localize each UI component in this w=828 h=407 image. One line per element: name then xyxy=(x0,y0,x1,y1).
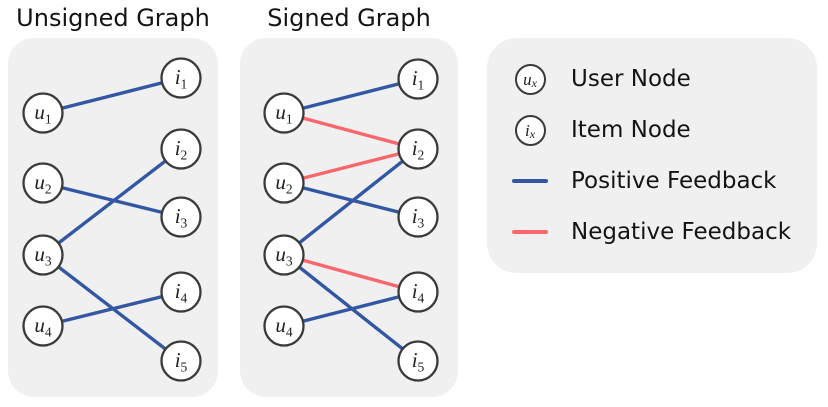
signed-node-circle-u1 xyxy=(263,92,305,134)
legend-row-positive-feedback: Positive Feedback xyxy=(511,164,793,198)
negative-edge-icon xyxy=(512,229,548,235)
unsigned-edges-layer xyxy=(41,76,183,363)
signed-edge-u3-i2-positive xyxy=(282,147,420,257)
unsigned-node-label-i1: i1 xyxy=(175,65,188,92)
legend-row-negative-feedback: Negative Feedback xyxy=(511,215,793,249)
signed-edge-u2-i2-negative xyxy=(282,147,420,185)
signed-edge-u1-i2-negative xyxy=(282,111,420,151)
signed-node-label-i5: i5 xyxy=(412,348,425,375)
signed-node-circle-i1 xyxy=(397,58,439,100)
unsigned-node-i2: i2 xyxy=(160,128,202,170)
negative-feedback-label: Negative Feedback xyxy=(571,219,792,245)
signed-node-label-i2: i2 xyxy=(412,136,425,163)
unsigned-node-label-u1: u1 xyxy=(34,100,51,127)
signed-node-label-i1: i1 xyxy=(412,66,425,93)
unsigned-nodes-layer: u1 u2 u3 u4 i1 i2 i3 i4 i5 xyxy=(22,57,202,382)
positive-feedback-label: Positive Feedback xyxy=(571,168,777,194)
unsigned-node-label-i4: i4 xyxy=(175,279,188,306)
unsigned-node-circle-u4 xyxy=(22,305,64,347)
signed-node-circle-i4 xyxy=(397,271,439,313)
signed-node-i5: i5 xyxy=(397,340,439,382)
unsigned-node-label-u3: u3 xyxy=(34,242,52,269)
unsigned-graph-title: Unsigned Graph xyxy=(16,4,210,32)
unsigned-edge-u3-i2-positive xyxy=(41,147,183,257)
signed-node-u3: u3 xyxy=(263,234,305,276)
unsigned-node-label-i2: i2 xyxy=(175,136,188,163)
signed-node-label-u2: u2 xyxy=(275,170,292,197)
unsigned-node-u1: u1 xyxy=(22,92,64,134)
signed-node-label-u1: u1 xyxy=(275,100,292,127)
signed-node-i2: i2 xyxy=(397,128,439,170)
signed-node-label-u4: u4 xyxy=(275,313,293,340)
signed-edge-u4-i4-positive xyxy=(282,290,420,328)
user-node-symbol: u xyxy=(523,69,532,89)
unsigned-node-label-u2: u2 xyxy=(34,170,51,197)
signed-node-circle-i3 xyxy=(397,196,439,238)
signed-node-u1: u1 xyxy=(263,92,305,134)
positive-edge-icon xyxy=(512,178,548,184)
signed-node-i1: i1 xyxy=(397,58,439,100)
unsigned-node-label-u4: u4 xyxy=(34,313,52,340)
signed-node-label-i3: i3 xyxy=(412,204,425,231)
unsigned-node-label-i5: i5 xyxy=(175,348,188,375)
unsigned-node-i4: i4 xyxy=(160,271,202,313)
unsigned-edge-u1-i1-positive xyxy=(41,76,183,115)
signed-node-circle-i5 xyxy=(397,340,439,382)
signed-node-u2: u2 xyxy=(263,162,305,204)
unsigned-node-circle-i2 xyxy=(160,128,202,170)
signed-node-circle-u2 xyxy=(263,162,305,204)
item-node-symbol-sub: x xyxy=(529,127,536,141)
unsigned-node-u4: u4 xyxy=(22,305,64,347)
unsigned-node-circle-u3 xyxy=(22,234,64,276)
signed-nodes-layer: u1 u2 u3 u4 i1 i2 i3 i4 i5 xyxy=(263,58,439,382)
unsigned-node-circle-u2 xyxy=(22,162,64,204)
signed-edges-layer xyxy=(282,77,420,363)
user-node-label: User Node xyxy=(571,66,691,92)
unsigned-node-i1: i1 xyxy=(160,57,202,99)
signed-node-label-i4: i4 xyxy=(412,279,425,306)
signed-node-i3: i3 xyxy=(397,196,439,238)
unsigned-node-label-i3: i3 xyxy=(175,204,188,231)
unsigned-node-i5: i5 xyxy=(160,340,202,382)
item-node-label: Item Node xyxy=(571,117,691,143)
signed-node-circle-i2 xyxy=(397,128,439,170)
unsigned-node-circle-u1 xyxy=(22,92,64,134)
unsigned-node-circle-i5 xyxy=(160,340,202,382)
unsigned-node-circle-i4 xyxy=(160,271,202,313)
signed-node-circle-u3 xyxy=(263,234,305,276)
signed-edge-u3-i4-negative xyxy=(282,253,420,294)
signed-node-circle-u4 xyxy=(263,305,305,347)
unsigned-node-circle-i3 xyxy=(160,196,202,238)
signed-edge-u1-i1-positive xyxy=(282,77,420,115)
unsigned-node-u3: u3 xyxy=(22,234,64,276)
user-node-symbol-sub: x xyxy=(531,76,537,90)
unsigned-node-u2: u2 xyxy=(22,162,64,204)
item-node-symbol: i xyxy=(524,120,530,140)
signed-graph-title: Signed Graph xyxy=(267,4,431,32)
signed-node-u4: u4 xyxy=(263,305,305,347)
signed-node-label-u3: u3 xyxy=(275,242,293,269)
unsigned-node-circle-i1 xyxy=(160,57,202,99)
unsigned-edge-u4-i4-positive xyxy=(41,290,183,328)
signed-node-i4: i4 xyxy=(397,271,439,313)
unsigned-node-i3: i3 xyxy=(160,196,202,238)
